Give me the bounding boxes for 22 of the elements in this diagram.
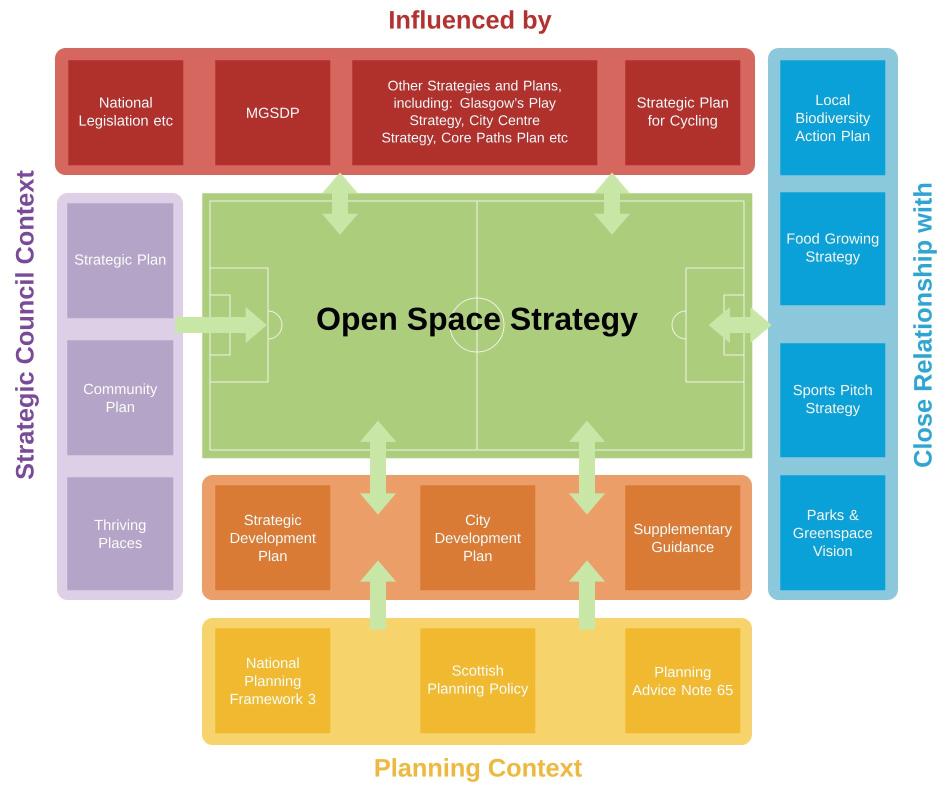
- box: City Development Plan: [420, 485, 536, 590]
- box: Local Biodiversity Action Plan: [780, 60, 886, 176]
- box: Scottish Planning Policy: [420, 628, 536, 734]
- heading: Influenced by: [390, 10, 552, 34]
- heading: Close Relationship with: [913, 184, 937, 467]
- box: Other Strategies and Plans, including: Glasgow’s Play Strategy, City Centre Strategy, Core Paths Plan etc: [352, 60, 598, 166]
- box: Sports Pitch Strategy: [780, 343, 886, 458]
- box: Parks & Greenspace Vision: [780, 475, 886, 590]
- box: Strategic Plan for Cycling: [625, 60, 740, 166]
- box: Strategic Development Plan: [215, 485, 330, 590]
- box: Community Plan: [67, 340, 174, 456]
- title: Open Space Strategy: [317, 307, 638, 337]
- box: National Planning Framework 3: [215, 628, 330, 734]
- heading: Strategic Council Context: [15, 170, 39, 480]
- box: Thriving Places: [67, 477, 174, 590]
- box: National Legislation etc: [68, 60, 184, 166]
- box: Planning Advice Note 65: [625, 628, 740, 734]
- box: Strategic Plan: [67, 203, 174, 318]
- box: Supplementary Guidance: [625, 485, 740, 590]
- box: MGSDP: [215, 60, 330, 166]
- box: Food Growing Strategy: [780, 192, 886, 306]
- heading: Planning Context: [376, 758, 582, 782]
